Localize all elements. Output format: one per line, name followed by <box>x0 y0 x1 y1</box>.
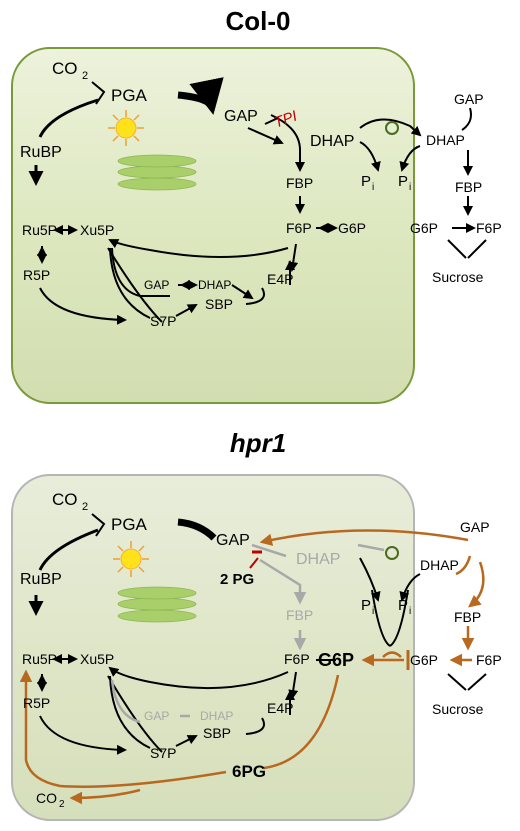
thylakoid-stack <box>117 586 197 623</box>
tpi-bar <box>264 117 279 125</box>
metabolite-6pg: 6PG <box>232 762 266 781</box>
metabolite-f6p: F6P <box>284 651 310 667</box>
pathway-arrows <box>28 513 487 755</box>
co2-subscript: 2 <box>82 70 88 82</box>
cytosol-fbp: FBP <box>454 609 481 625</box>
cytosol-dhap: DHAP <box>420 557 459 573</box>
translocator-icon <box>385 546 399 560</box>
metabolite-dhap: DHAP <box>296 551 340 568</box>
metabolite-fbp: FBP <box>286 175 313 191</box>
cytosol-g6p: G6P <box>410 220 438 236</box>
metabolite-gap-inner: GAP <box>144 278 169 292</box>
phosphate-right: P <box>398 597 408 614</box>
metabolite-s7p: S7P <box>150 745 176 761</box>
panel-title: Col-0 <box>226 6 291 36</box>
metabolite-xu5p: Xu5P <box>80 651 114 667</box>
cytosol-sucrose: Sucrose <box>432 701 484 717</box>
cytosol-dhap: DHAP <box>426 132 465 148</box>
cytosol-f6p: F6P <box>476 220 502 236</box>
translocator-lower-icon <box>382 651 402 658</box>
metabolite-sbp: SBP <box>203 725 231 741</box>
metabolite-e4p: E4P <box>267 700 293 716</box>
phosphate-left: P <box>361 173 371 190</box>
sun-icon <box>113 541 149 577</box>
inhibition-2pg-bar <box>249 557 259 569</box>
metabolite-ru5p: Ru5P <box>22 222 57 238</box>
enzyme-tpi: TPI <box>272 108 300 132</box>
metabolite-r5p: R5P <box>23 267 50 283</box>
cytosol-g6p: G6P <box>410 652 438 668</box>
panel-hpr1: hpr1 <box>11 428 502 821</box>
inactive-pathway-arrows <box>110 543 385 724</box>
cytosol-gap: GAP <box>460 519 490 535</box>
cytosol-gap: GAP <box>454 91 484 107</box>
chloroplast <box>11 474 415 821</box>
metabolite-ru5p: Ru5P <box>22 651 57 667</box>
cytosol-fbp: FBP <box>455 179 482 195</box>
metabolite-s7p: S7P <box>150 313 176 329</box>
cytosol-sucrose: Sucrose <box>432 269 484 285</box>
metabolite-pga: PGA <box>111 86 148 105</box>
co2-release-label: CO <box>36 790 57 806</box>
metabolite-gap: GAP <box>216 532 250 549</box>
metabolite-dhap-inner: DHAP <box>198 278 231 292</box>
metabolite-sbp: SBP <box>205 296 233 312</box>
co2-subscript: 2 <box>82 501 88 513</box>
co2-label: CO <box>52 490 78 509</box>
metabolite-gap-inner: GAP <box>144 709 169 723</box>
metabolite-g6p: G6P <box>338 220 366 236</box>
metabolite-pga: PGA <box>111 515 148 534</box>
thylakoid-stack <box>117 154 197 191</box>
chloroplast <box>11 47 415 404</box>
metabolite-g6p: G6P <box>318 650 354 670</box>
co2-label: CO <box>52 59 78 78</box>
metabolite-2pg: 2 PG <box>220 571 254 588</box>
sun-icon <box>108 110 144 146</box>
panel-title: hpr1 <box>230 428 286 458</box>
metabolite-fbp: FBP <box>286 607 313 623</box>
phosphate-right-sub: i <box>409 606 411 617</box>
oppp-bypass-arrows <box>19 529 485 805</box>
phosphate-right: P <box>398 173 408 190</box>
metabolite-gap: GAP <box>224 108 258 125</box>
translocator-icon <box>385 121 399 135</box>
phosphate-left: P <box>361 597 371 614</box>
metabolite-dhap: DHAP <box>310 133 354 150</box>
metabolite-r5p: R5P <box>23 695 50 711</box>
cytosol-f6p: F6P <box>476 652 502 668</box>
metabolite-rubp: RuBP <box>20 571 62 588</box>
metabolite-f6p: F6P <box>286 220 312 236</box>
pathway-arrows <box>28 77 487 325</box>
metabolite-dhap-inner: DHAP <box>200 709 233 723</box>
metabolite-e4p: E4P <box>267 271 293 287</box>
metabolite-rubp: RuBP <box>20 144 62 161</box>
co2-release-subscript: 2 <box>59 799 65 810</box>
phosphate-left-sub: i <box>372 606 374 617</box>
panel-col0: Col-0 <box>11 6 502 404</box>
metabolite-xu5p: Xu5P <box>80 222 114 238</box>
phosphate-right-sub: i <box>409 182 411 193</box>
phosphate-left-sub: i <box>372 182 374 193</box>
